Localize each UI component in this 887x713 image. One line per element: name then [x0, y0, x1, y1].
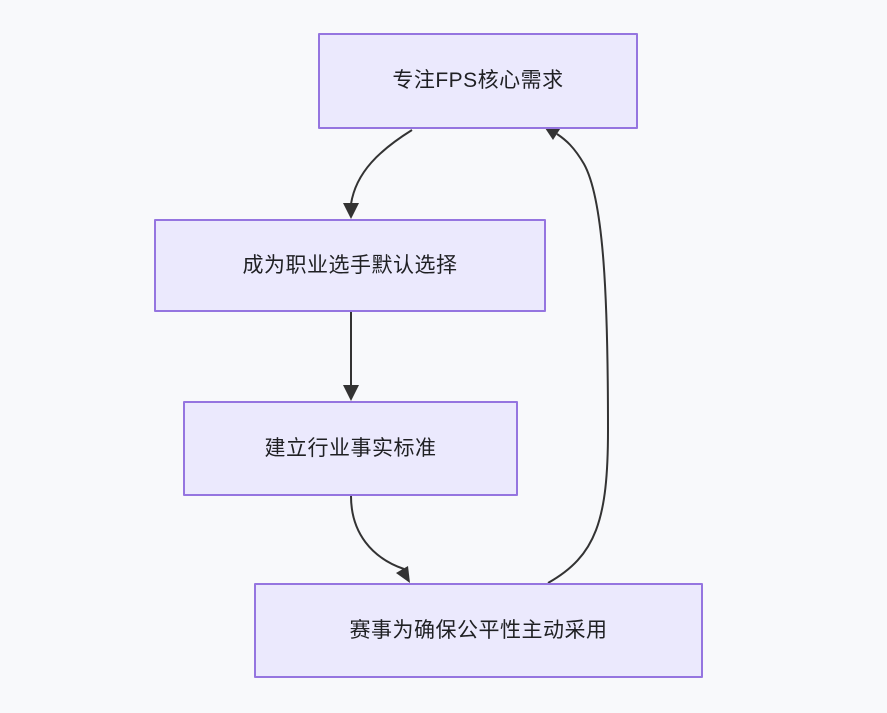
edge-node4-to-node1-arrowhead: [545, 126, 562, 140]
edge-node3-to-node4-path: [350, 495, 405, 570]
flow-node-3[interactable]: 建立行业事实标准: [183, 401, 518, 496]
edge-node2-to-node3: [343, 312, 359, 401]
flow-node-3-label: 建立行业事实标准: [264, 436, 437, 460]
flow-node-4-label: 赛事为确保公平性主动采用: [349, 618, 608, 642]
edge-node4-to-node1-path: [547, 133, 610, 584]
flow-node-1[interactable]: 专注FPS核心需求: [318, 33, 638, 129]
edge-node1-to-node2-path: [350, 129, 413, 205]
edge-node3-to-node4: [350, 495, 410, 583]
flow-node-2-label: 成为职业选手默认选择: [242, 253, 458, 277]
edge-node1-to-node2: [343, 129, 413, 219]
flow-node-1-label: 专注FPS核心需求: [392, 69, 564, 93]
edge-node4-to-node1: [545, 126, 610, 584]
edge-node3-to-node4-arrowhead: [396, 566, 410, 583]
edge-node2-to-node3-arrowhead: [343, 385, 359, 401]
flow-node-4[interactable]: 赛事为确保公平性主动采用: [254, 583, 703, 678]
flow-node-2[interactable]: 成为职业选手默认选择: [154, 219, 546, 312]
edge-node1-to-node2-arrowhead: [343, 203, 359, 219]
